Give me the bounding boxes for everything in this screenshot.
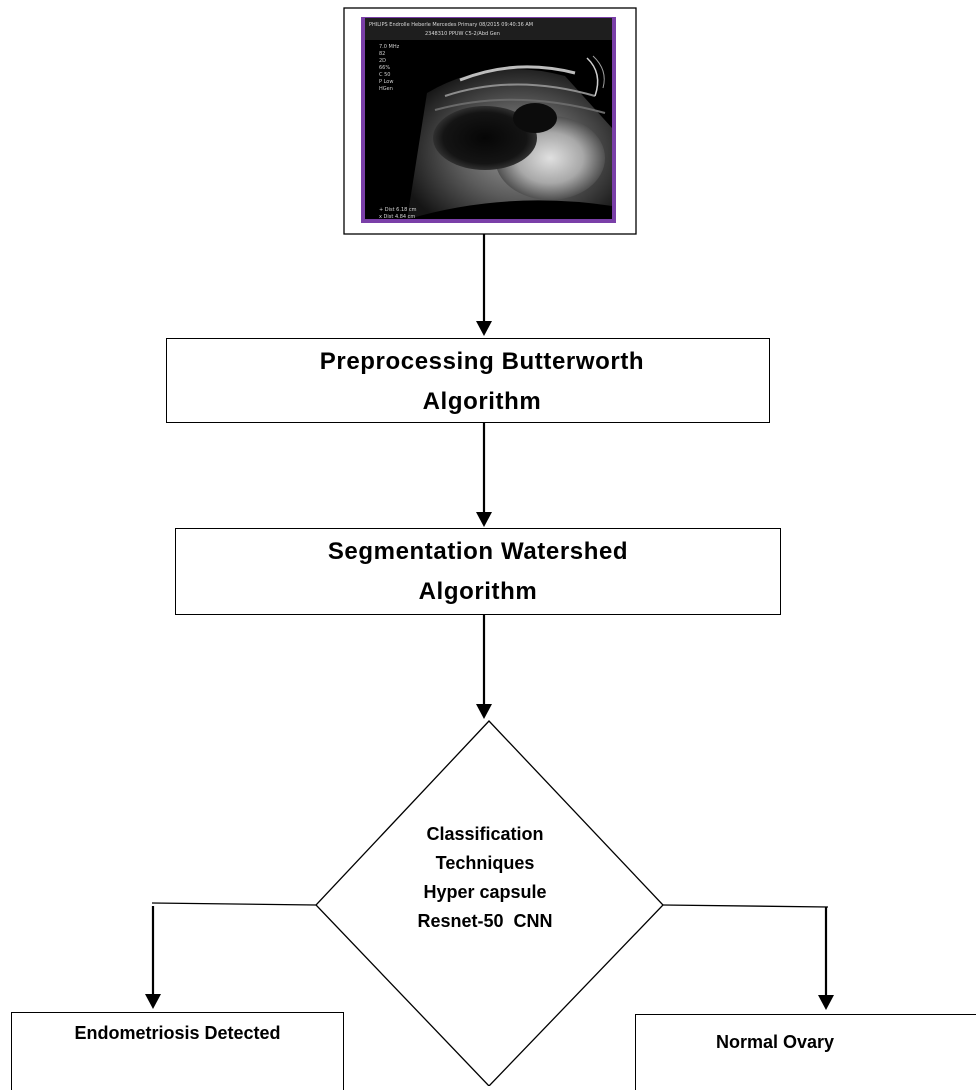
ultrasound-side-text-item: 82 [379, 51, 385, 57]
arrow-segmentation-to-classification [476, 615, 492, 719]
classification-line4: Resnet-50 CNN [417, 911, 553, 931]
endometriosis-detected-label: Endometriosis Detected [74, 1023, 281, 1043]
classification-line3: Hyper capsule [423, 882, 547, 902]
endometriosis-detected-box: Endometriosis Detected [11, 1012, 344, 1090]
segmentation-box: Segmentation Watershed Algorithm [175, 528, 781, 615]
arrow-preprocessing-to-segmentation [476, 423, 492, 527]
ultrasound-side-text-item: 7.0 MHz [379, 44, 400, 50]
segmentation-subtitle: Algorithm [418, 578, 538, 605]
normal-ovary-box: Normal Ovary [635, 1014, 976, 1090]
classification-text: Classification Techniques Hyper capsule … [360, 820, 610, 936]
ultrasound-side-text-item: P Low [379, 79, 393, 85]
preprocessing-subtitle: Algorithm [422, 388, 542, 415]
ultrasound-image: PHILIPS Endrolle Heberle Mercedes Primar… [361, 17, 616, 223]
ultrasound-side-text-item: 66% [379, 65, 390, 71]
classification-diamond [315, 720, 664, 1086]
segmentation-title: Segmentation Watershed [327, 538, 629, 565]
preprocessing-box: Preprocessing Butterworth Algorithm [166, 338, 770, 423]
ultrasound-measure-line1: + Dist 6.18 cm [379, 207, 417, 213]
preprocessing-title: Preprocessing Butterworth [319, 348, 645, 375]
ultrasound-side-text-item: 2D [379, 58, 386, 64]
arrow-classification-to-normal [662, 904, 834, 1010]
normal-ovary-label: Normal Ovary [715, 1032, 835, 1052]
arrow-classification-to-endometriosis [145, 902, 317, 1009]
classification-line2: Techniques [435, 853, 535, 873]
ultrasound-header-line1: PHILIPS Endrolle Heberle Mercedes Primar… [369, 22, 533, 28]
ultrasound-header-line2: 2348310 PPUW C5-2/Abd Gen [425, 31, 500, 37]
ultrasound-side-text-item: HGen [379, 86, 393, 92]
arrow-image-to-preprocessing [476, 234, 492, 336]
ultrasound-side-text-item: C 50 [379, 72, 390, 78]
classification-line1: Classification [426, 824, 544, 844]
ultrasound-measure-line2: x Dist 4.84 cm [379, 214, 415, 220]
